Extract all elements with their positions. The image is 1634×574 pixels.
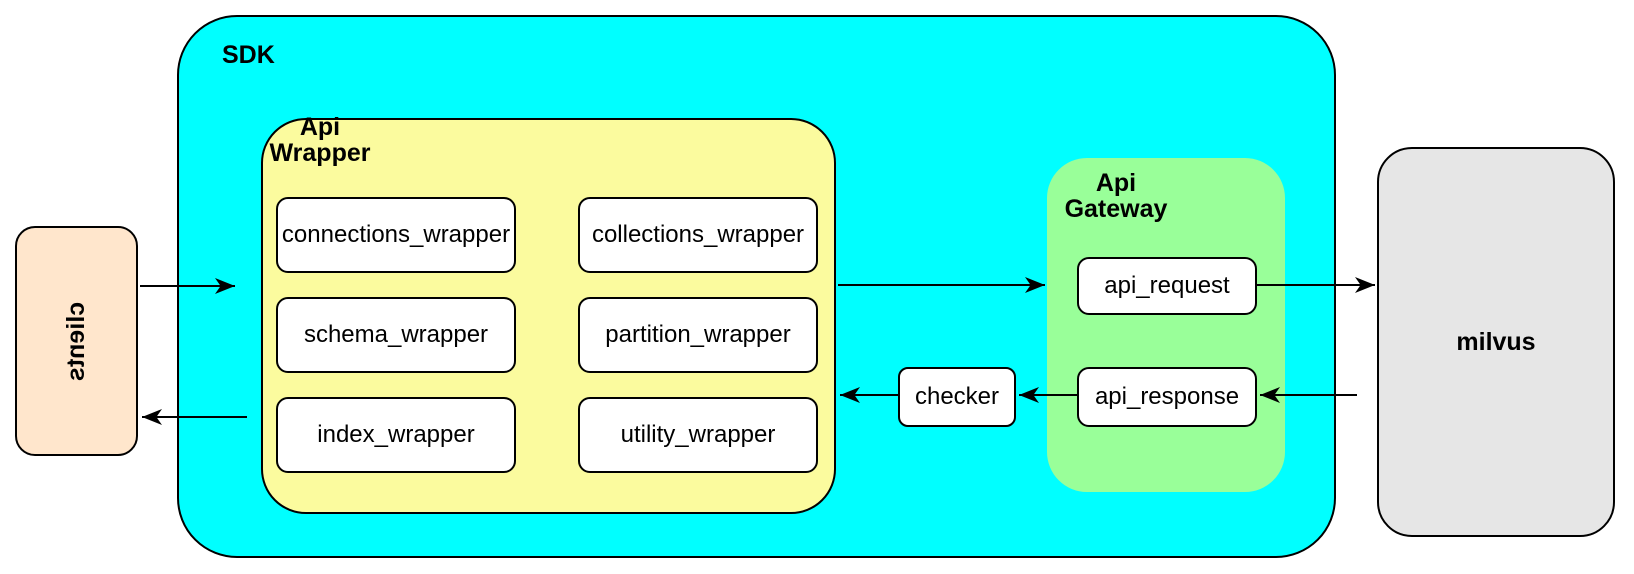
node-api-request-label: api_request xyxy=(1104,272,1230,299)
node-index-wrapper: index_wrapper xyxy=(276,397,516,473)
node-collections-wrapper: collections_wrapper xyxy=(578,197,818,273)
node-connections-wrapper-label: connections_wrapper xyxy=(281,221,511,248)
node-api-response-label: api_response xyxy=(1094,383,1240,410)
api-wrapper-label: Api Wrapper xyxy=(269,113,371,167)
node-partition-wrapper-label: partition_wrapper xyxy=(605,321,791,348)
node-schema-wrapper-label: schema_wrapper xyxy=(303,321,489,348)
api-gateway-container xyxy=(1047,158,1285,492)
node-index-wrapper-label: index_wrapper xyxy=(317,421,475,448)
node-utility-wrapper-label: utility_wrapper xyxy=(620,421,776,448)
node-api-response: api_response xyxy=(1077,367,1257,427)
node-collections-wrapper-label: collections_wrapper xyxy=(591,221,805,248)
node-partition-wrapper: partition_wrapper xyxy=(578,297,818,373)
clients-box: clients xyxy=(15,226,138,456)
clients-label: clients xyxy=(61,301,90,381)
milvus-label: milvus xyxy=(1456,327,1536,356)
node-schema-wrapper: schema_wrapper xyxy=(276,297,516,373)
sdk-label: SDK xyxy=(222,41,275,69)
node-connections-wrapper: connections_wrapper xyxy=(276,197,516,273)
node-checker: checker xyxy=(898,367,1016,427)
node-api-request: api_request xyxy=(1077,257,1257,315)
node-checker-label: checker xyxy=(914,383,1000,410)
api-gateway-label: Api Gateway xyxy=(1064,169,1168,223)
node-utility-wrapper: utility_wrapper xyxy=(578,397,818,473)
milvus-box: milvus xyxy=(1377,147,1615,537)
